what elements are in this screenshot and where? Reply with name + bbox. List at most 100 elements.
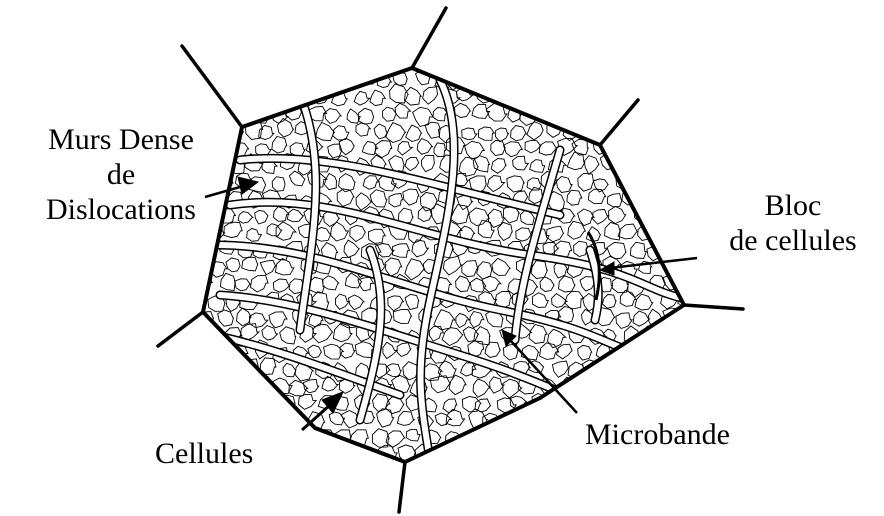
dislocation-cell xyxy=(681,450,700,464)
dislocation-cell xyxy=(690,87,709,102)
dislocation-cell xyxy=(276,222,296,240)
dislocation-cell xyxy=(403,189,419,205)
dislocation-cell xyxy=(679,194,696,209)
dislocation-cell xyxy=(252,374,272,393)
dislocation-cell xyxy=(281,88,297,102)
dislocation-cell xyxy=(385,258,402,276)
dislocation-cell xyxy=(531,261,547,279)
dislocation-cell xyxy=(442,328,463,346)
dislocation-cell xyxy=(569,90,582,103)
dislocation-cell xyxy=(649,108,666,124)
dislocation-cell xyxy=(623,160,639,173)
dislocation-cell xyxy=(434,143,446,157)
dislocation-cell xyxy=(527,178,542,190)
dislocation-cell xyxy=(692,364,707,379)
dislocation-cell xyxy=(559,446,578,464)
dislocation-cell xyxy=(635,394,654,410)
dislocation-cell xyxy=(475,399,490,412)
dislocation-cell xyxy=(469,73,487,92)
dislocation-cell xyxy=(395,103,411,118)
dislocation-cell xyxy=(513,429,527,445)
dislocation-cell xyxy=(224,222,242,238)
dislocation-cell xyxy=(539,142,556,155)
dislocation-cell xyxy=(412,240,429,257)
dislocation-cell xyxy=(607,194,622,207)
dislocation-cell xyxy=(544,431,562,449)
dislocation-cell xyxy=(609,207,626,224)
dislocation-cell xyxy=(602,295,616,309)
dislocation-cell xyxy=(692,330,707,345)
microband-label: Microbande xyxy=(585,417,730,452)
dislocation-cell xyxy=(455,103,471,117)
walls-label-line-3: Dislocations xyxy=(16,192,226,227)
dislocation-cell xyxy=(639,128,654,141)
dislocation-cell xyxy=(646,140,667,159)
dislocation-cell xyxy=(286,70,302,87)
dislocation-cell xyxy=(289,171,304,186)
dislocation-cell xyxy=(666,242,681,259)
dislocation-cell xyxy=(588,89,601,102)
dislocation-cell xyxy=(398,142,413,156)
dislocation-cell xyxy=(231,376,249,392)
dislocation-cell xyxy=(273,279,289,292)
dislocation-cell xyxy=(544,412,559,428)
dislocation-cell xyxy=(636,359,654,376)
dislocation-cell xyxy=(685,211,701,226)
dislocation-cell xyxy=(516,228,531,241)
dislocation-cell xyxy=(224,91,240,104)
dislocation-cell xyxy=(461,363,476,376)
dislocation-cell xyxy=(513,156,529,170)
dislocation-cell xyxy=(269,312,287,328)
dislocation-cell xyxy=(661,326,675,342)
dislocation-cell xyxy=(488,176,505,192)
dislocation-cell xyxy=(633,141,646,156)
dislocation-cell xyxy=(275,259,294,275)
dislocation-cell xyxy=(375,141,392,158)
dislocation-cell xyxy=(383,342,397,358)
dislocation-cell xyxy=(230,394,246,411)
dislocation-cell xyxy=(627,346,643,361)
dislocation-cell xyxy=(290,143,305,156)
dislocation-cell xyxy=(339,138,354,155)
dislocation-cell xyxy=(605,222,621,240)
dislocation-cell xyxy=(648,346,663,359)
dislocation-cell xyxy=(274,425,292,446)
dislocation-cell xyxy=(559,276,576,292)
dislocation-cell xyxy=(405,294,419,309)
dislocation-cell xyxy=(207,397,223,410)
dislocation-cell xyxy=(406,429,420,441)
block-label-line-1: Bloc xyxy=(708,188,878,223)
dislocation-cell xyxy=(597,70,615,84)
dislocation-cell xyxy=(593,210,609,225)
dislocation-cell xyxy=(650,75,667,91)
dislocation-cell xyxy=(588,189,605,203)
dislocation-cell xyxy=(573,381,592,397)
dislocation-cell xyxy=(511,126,527,141)
dislocation-cell xyxy=(473,156,489,172)
dislocation-cell xyxy=(697,155,713,168)
dislocation-cell xyxy=(217,409,235,424)
dislocation-cell xyxy=(235,279,251,291)
dislocation-cell xyxy=(422,155,435,171)
dislocation-cell xyxy=(267,224,282,236)
dislocation-cell xyxy=(635,294,653,310)
dislocation-cell xyxy=(662,191,678,205)
dislocation-cell xyxy=(383,107,397,121)
dislocation-cell xyxy=(513,89,528,105)
dislocation-cell xyxy=(306,448,322,463)
dislocation-cell xyxy=(548,89,566,108)
dislocation-cell xyxy=(316,122,335,140)
dislocation-cell xyxy=(260,260,276,274)
dislocation-cell xyxy=(277,119,293,138)
dislocation-cell xyxy=(211,342,231,361)
dislocation-cell xyxy=(593,179,608,192)
dislocation-cell xyxy=(563,74,575,86)
dislocation-cell xyxy=(646,174,662,191)
dislocation-cell xyxy=(287,446,302,460)
dislocation-cell xyxy=(233,413,252,429)
dislocation-cell xyxy=(660,158,675,172)
dislocation-cell xyxy=(238,212,253,224)
dislocation-cell xyxy=(524,72,539,83)
dislocation-cell xyxy=(639,88,658,109)
dislocation-cell xyxy=(350,225,366,241)
